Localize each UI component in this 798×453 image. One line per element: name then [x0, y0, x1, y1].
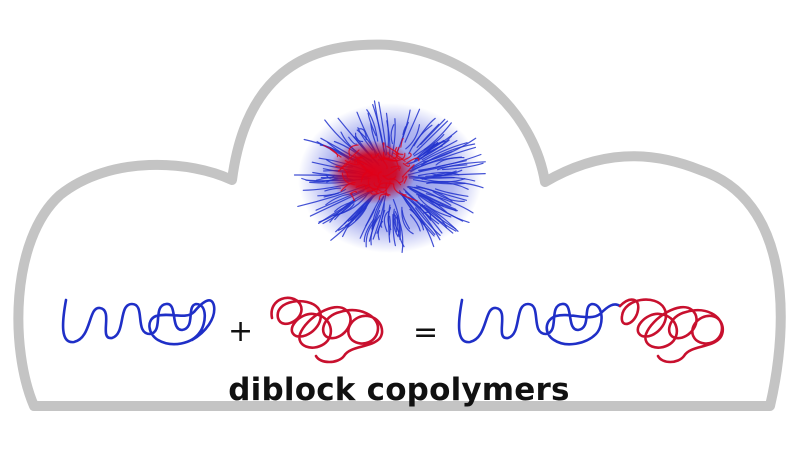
diblock-block-a [457, 298, 622, 346]
caption: diblock copolymers [228, 372, 570, 408]
micelle-aggregate [293, 100, 486, 253]
plus-sign: + [228, 314, 254, 349]
micelle-core-strands [323, 138, 420, 202]
cloud-outline [13, 39, 786, 411]
red-polymer-chain [270, 296, 384, 364]
diblock-block-b [618, 298, 725, 364]
diblock-copolymer-chain [457, 298, 725, 364]
blue-polymer-chain [61, 298, 216, 346]
equals-sign: = [413, 315, 439, 350]
